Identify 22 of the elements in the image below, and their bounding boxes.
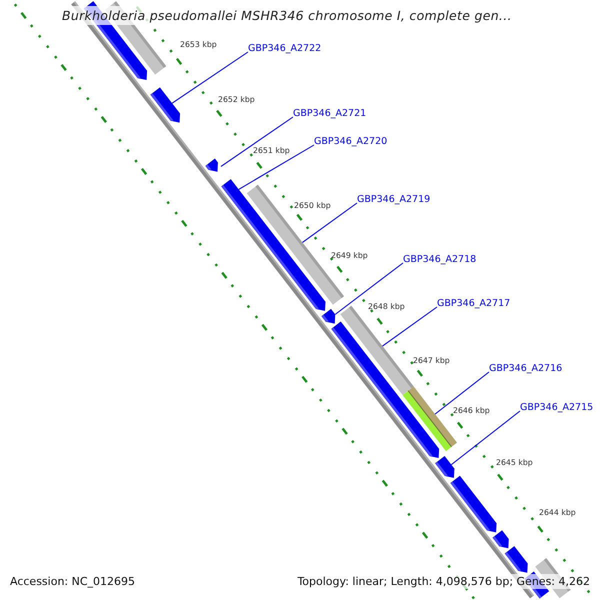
gene-feature xyxy=(322,308,336,324)
sequence-info: Topology: linear; Length: 4,098,576 bp; Genes: 4,262 xyxy=(295,574,592,589)
gene-label: GBP346_A2722 xyxy=(248,43,322,55)
leader-line xyxy=(450,410,520,466)
gene-label: GBP346_A2720 xyxy=(314,136,388,148)
leader-line xyxy=(172,52,248,104)
leader-line xyxy=(220,116,294,167)
leader-line xyxy=(334,262,404,315)
accession-text: Accession: NC_012695 xyxy=(8,574,138,589)
gene-label: GBP346_A2717 xyxy=(437,298,510,310)
gene-feature xyxy=(205,158,218,172)
leader-line xyxy=(302,202,358,243)
leader-line xyxy=(238,144,314,190)
gene-feature xyxy=(150,87,180,123)
leader-line xyxy=(382,306,438,347)
gene-label: GBP346_A2716 xyxy=(489,363,562,375)
gene-label: GBP346_A2719 xyxy=(357,194,430,206)
gene-feature xyxy=(435,456,454,478)
leader-line xyxy=(434,372,490,415)
gene-label: GBP346_A2721 xyxy=(293,108,366,120)
gene-label: GBP346_A2715 xyxy=(520,402,594,414)
gene-label: GBP346_A2718 xyxy=(403,254,476,266)
